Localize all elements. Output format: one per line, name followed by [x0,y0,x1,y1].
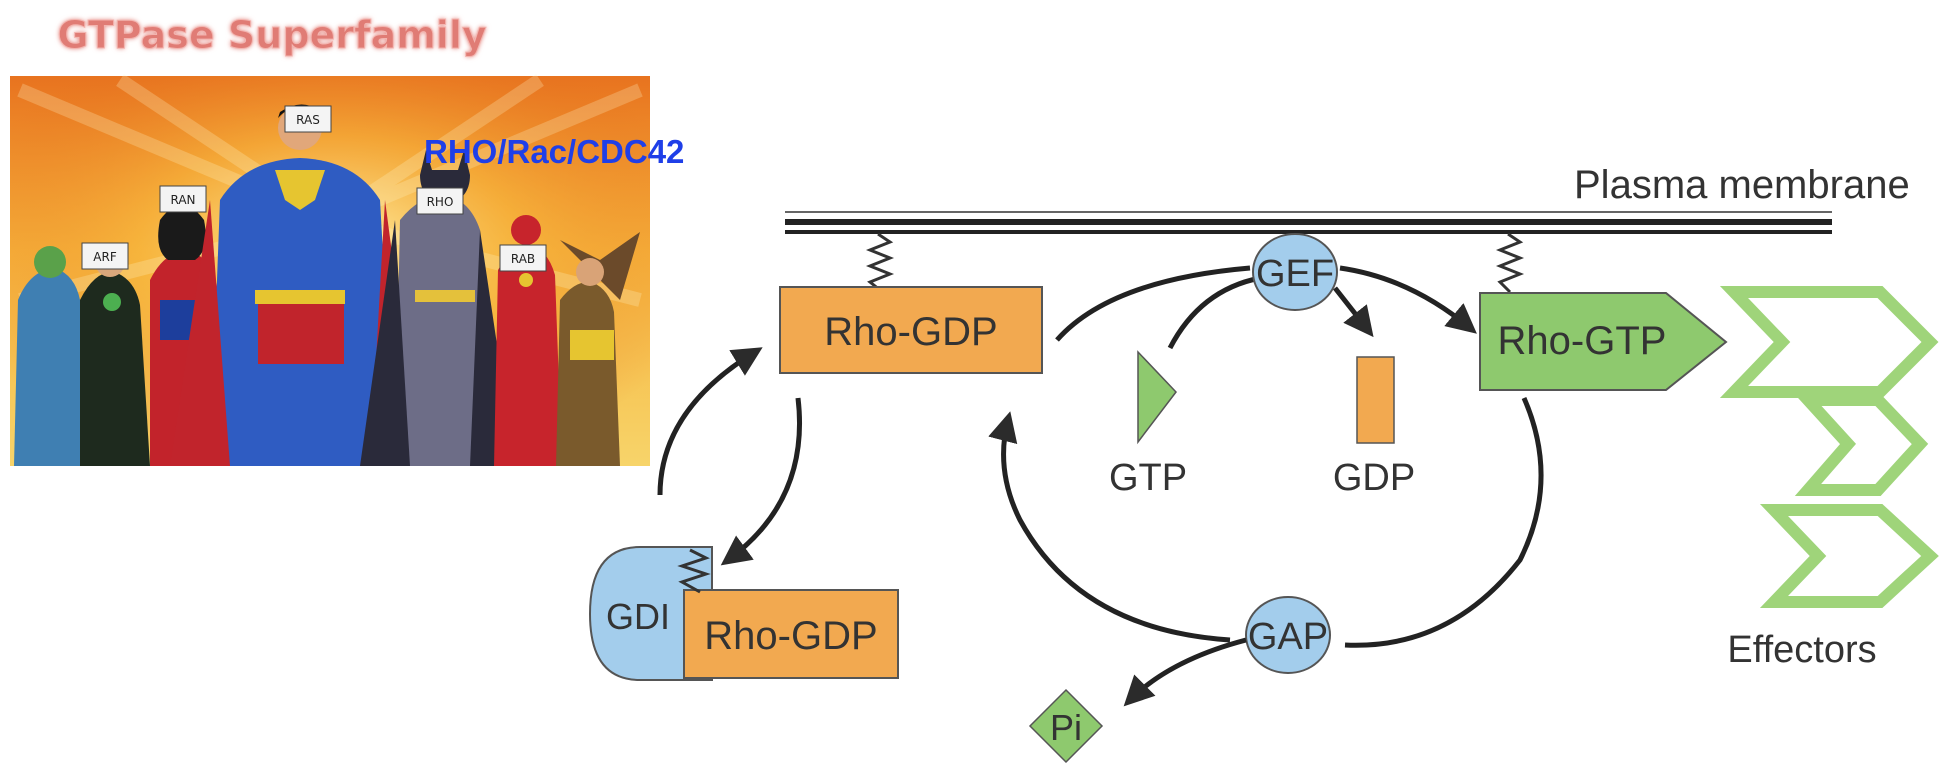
gdp-rectangle [1356,356,1395,444]
rho-gdp-membrane-label: Rho-GDP [824,310,997,354]
tag-ras-label: RAS [296,113,320,127]
pi-label: Pi [1050,707,1082,748]
rho-rac-cdc42-label: RHO/Rac/CDC42 [424,133,684,170]
figure-title: GTPase Superfamily [57,13,486,57]
gdp-node: GDP [1333,356,1415,499]
tag-ran: RAN [159,185,207,213]
gap-node: GAP [1245,596,1331,674]
gap-label: GAP [1248,616,1328,658]
cycle-arc-right-down [1344,396,1544,648]
effector-chevron-2 [1794,394,1929,496]
gdi-shape [588,546,713,681]
tag-rab: RAB [499,244,547,272]
cycle-arc-gef-to-gtp [1339,265,1477,334]
cycle-arc-gdp-release [1333,286,1374,338]
tag-ran-label: RAN [170,193,195,207]
superhero-illustration: RAS RAN RHO ARF RAB [10,74,650,466]
effector-chevron-1 [1719,286,1939,398]
effector-chevron-3 [1759,504,1939,608]
gtp-label: GTP [1109,457,1187,499]
tag-arf-label: ARF [93,250,117,264]
rho-gtp-box: Rho-GTP [1479,292,1728,391]
hero-name-tags: RAS RAN RHO ARF RAB [81,105,547,272]
gap-to-pi-arrow [1123,637,1247,707]
lipid-anchor-left [865,232,895,292]
gdi-arc-up [657,347,763,496]
gdi-arc-down [720,397,803,566]
tag-rho-label: RHO [427,195,454,209]
plasma-membrane-label: Plasma membrane [1574,163,1910,207]
plasma-membrane [785,211,1832,234]
gdi-label: GDI [606,596,670,637]
tag-rho: RHO [416,187,464,215]
rho-gdp-membrane-box: Rho-GDP [779,286,1043,374]
gtp-node: GTP [1109,350,1187,499]
rho-gdp-cytosol-label: Rho-GDP [704,614,877,658]
lipid-anchor-right [1495,232,1525,294]
gdi-lipid-anchor [677,548,711,594]
tag-rab-label: RAB [511,252,535,266]
cycle-arc-bottom-left [988,411,1231,643]
cycle-arc-gtp-loop [1167,275,1261,350]
cycle-arc-top-left [1055,265,1251,342]
rho-gtp-label: Rho-GTP [1498,319,1667,363]
gdp-label: GDP [1333,457,1415,499]
tag-arf: ARF [81,242,129,270]
rho-cycle-diagram: Plasma membrane Rho-GDP Rho-GTP GEF G [588,163,1939,764]
rho-gdp-cytosol-box [683,589,899,679]
gef-node: GEF [1252,233,1338,311]
gtp-triangle [1137,350,1177,445]
pi-diamond [1028,688,1104,764]
pi-node: Pi [1028,688,1104,764]
hero-silhouettes [14,104,640,466]
effectors-label: Effectors [1727,629,1876,671]
gef-label: GEF [1256,253,1334,295]
gdi-complex: GDI Rho-GDP [588,546,899,681]
effector-chevrons [1719,286,1939,608]
tag-ras: RAS [284,105,332,133]
